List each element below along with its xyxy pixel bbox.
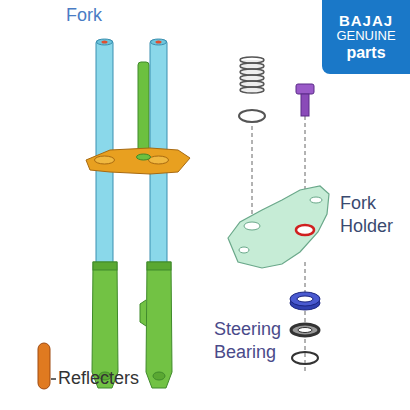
bearing-ring xyxy=(297,296,313,302)
bolt xyxy=(296,84,314,94)
bearing-ring xyxy=(290,292,320,364)
triple-clamp xyxy=(86,148,190,174)
fork-lower-leg xyxy=(140,300,146,326)
fork-lower-leg xyxy=(147,262,171,270)
bolt xyxy=(296,84,314,116)
fork-holder-part xyxy=(310,197,322,203)
fork-tube xyxy=(97,39,113,45)
assembly-axis xyxy=(252,126,253,218)
triple-clamp xyxy=(95,156,115,164)
label-box: Steering Bearing xyxy=(214,318,294,363)
washer-ring xyxy=(239,110,265,122)
fork-lower-leg xyxy=(93,262,117,270)
spring xyxy=(240,57,264,63)
spring xyxy=(240,69,264,75)
label-box: Reflecters xyxy=(58,367,168,390)
fork-tube xyxy=(156,41,162,44)
bearing-ring xyxy=(291,324,319,336)
bearing-ring xyxy=(292,352,318,364)
triple-clamp xyxy=(149,156,169,164)
triple-clamp xyxy=(137,154,151,160)
bearing-ring xyxy=(298,328,312,333)
fork-lower-leg xyxy=(146,262,172,388)
fork-holder-part xyxy=(244,222,260,230)
logo-text: parts xyxy=(346,44,385,62)
reflector xyxy=(38,343,50,389)
logo-text: GENUINE xyxy=(336,29,395,43)
spring xyxy=(240,81,264,87)
part-label: Steering Bearing xyxy=(214,318,294,363)
spring xyxy=(240,87,264,93)
part-label: Fork xyxy=(66,4,102,27)
fork-tube xyxy=(151,39,167,45)
assembly-axis xyxy=(305,262,306,372)
fork-holder-part xyxy=(228,186,329,268)
reflector xyxy=(38,343,56,389)
fork-tube xyxy=(102,41,108,44)
fork-holder-part xyxy=(239,247,249,253)
bolt xyxy=(301,94,309,116)
washer-ring xyxy=(239,110,265,122)
fork-lower-leg xyxy=(153,372,165,380)
spring xyxy=(240,63,264,69)
fork-holder-part xyxy=(296,225,314,235)
triple-clamp xyxy=(86,148,190,174)
part-label: Reflecters xyxy=(58,367,139,390)
part-label: Fork Holder xyxy=(340,192,406,237)
spring xyxy=(240,75,264,81)
logo-text: BAJAJ xyxy=(339,13,393,30)
spring xyxy=(240,57,264,93)
brand-logo: BAJAJGENUINEparts xyxy=(322,0,410,74)
spring xyxy=(240,60,264,92)
label-box: Fork xyxy=(66,4,126,27)
bearing-ring xyxy=(290,292,320,306)
label-box: Fork Holder xyxy=(340,192,406,237)
reflector xyxy=(51,378,56,380)
fork-holder-part xyxy=(228,186,329,268)
